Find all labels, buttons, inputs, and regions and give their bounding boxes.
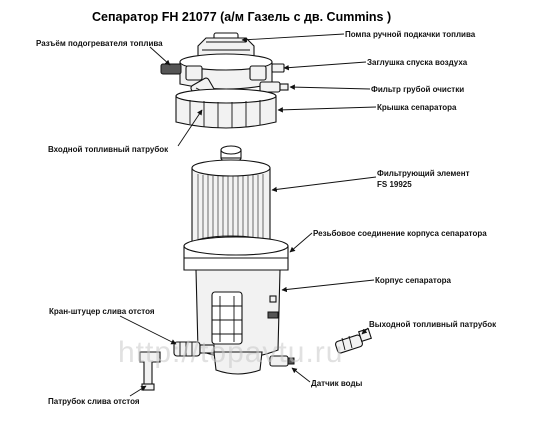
separator-body-part [183,236,295,375]
diagram-title: Сепаратор FH 21077 (а/м Газель с дв. Cum… [92,10,391,24]
label-drain-valve: Кран-штуцер слива отстоя [49,307,155,316]
filter-element-part [191,145,271,253]
drain-valve-part [173,341,215,357]
label-inlet-pipe: Входной топливный патрубок [48,145,169,154]
label-threaded-joint: Резьбовое соединение корпуса сепаратора [313,229,487,238]
outlet-pipe-part [335,328,372,354]
labels: Разъём подогревателя топлива Помпа ручно… [36,30,497,406]
label-filter-element: Фильтрующий элемент [377,169,470,178]
label-heater-connector: Разъём подогревателя топлива [36,39,163,48]
filter-head-part [160,53,289,93]
label-air-plug: Заглушка спуска воздуха [367,58,468,67]
label-water-sensor: Датчик воды [311,379,363,388]
hand-pump-part [197,32,255,57]
watermark-text: http://topavtu.ru [118,336,343,369]
label-filter-element-code: FS 19925 [377,180,412,189]
label-coarse-filter: Фильтр грубой очистки [371,85,464,94]
leader-lines [119,33,377,397]
label-drain-pipe: Патрубок слива отстоя [48,397,140,406]
label-outlet-pipe: Выходной топливный патрубок [369,320,497,329]
drain-pipe-part [139,351,161,391]
separator-drawing [139,32,372,391]
label-hand-pump: Помпа ручной подкачки топлива [345,30,476,39]
label-separator-cover: Крышка сепаратора [377,103,457,112]
label-separator-body: Корпус сепаратора [375,276,452,285]
separator-cover-part [175,88,277,129]
